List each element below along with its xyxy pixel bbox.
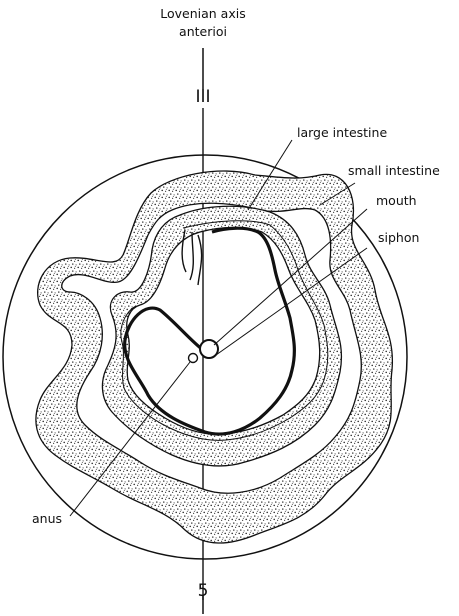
mouth-circle [200,340,218,358]
axis-title-line2: anterioi [179,24,227,39]
axis-mark-bottom: 5 [198,581,209,601]
label-anus: anus [32,511,62,526]
label-large-intestine: large intestine [297,125,387,140]
anus-circle [189,354,198,363]
axis-title-line1: Lovenian axis [160,6,245,21]
axis-mark-top: III [195,87,210,107]
label-mouth: mouth [376,193,417,208]
label-small-intestine: small intestine [348,163,440,178]
label-siphon: siphon [378,230,419,245]
